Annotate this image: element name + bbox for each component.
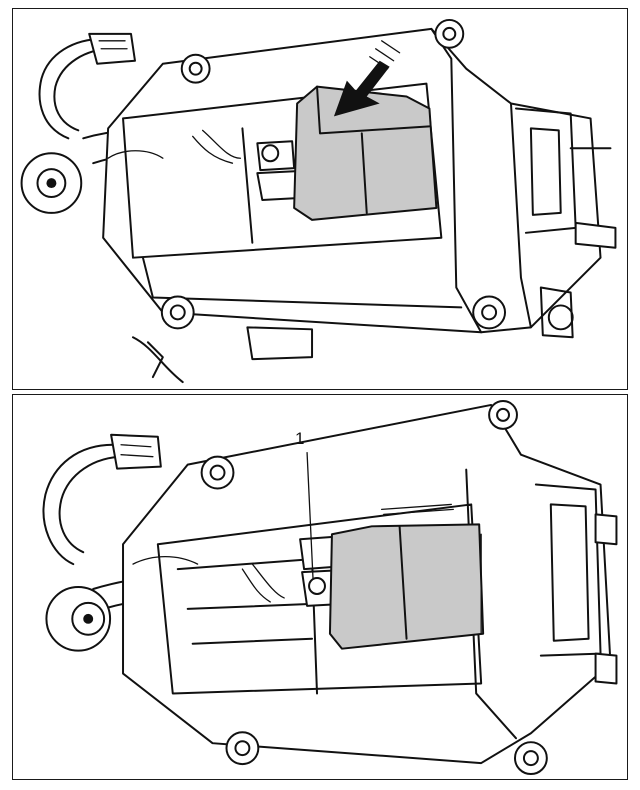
steering-column-drawing-top — [20, 18, 617, 384]
control-module — [328, 523, 485, 650]
steering-column-drawing-bottom — [42, 399, 618, 776]
diagram-panel-top — [12, 8, 628, 390]
diagram-panel-bottom: 1 — [12, 394, 628, 780]
lock-cylinder — [45, 586, 112, 652]
callout-leader — [306, 452, 314, 580]
lock-cylinder — [20, 152, 83, 214]
direction-arrow-icon — [333, 40, 401, 117]
control-module — [293, 85, 438, 221]
callout-label-1: 1 — [295, 429, 305, 448]
